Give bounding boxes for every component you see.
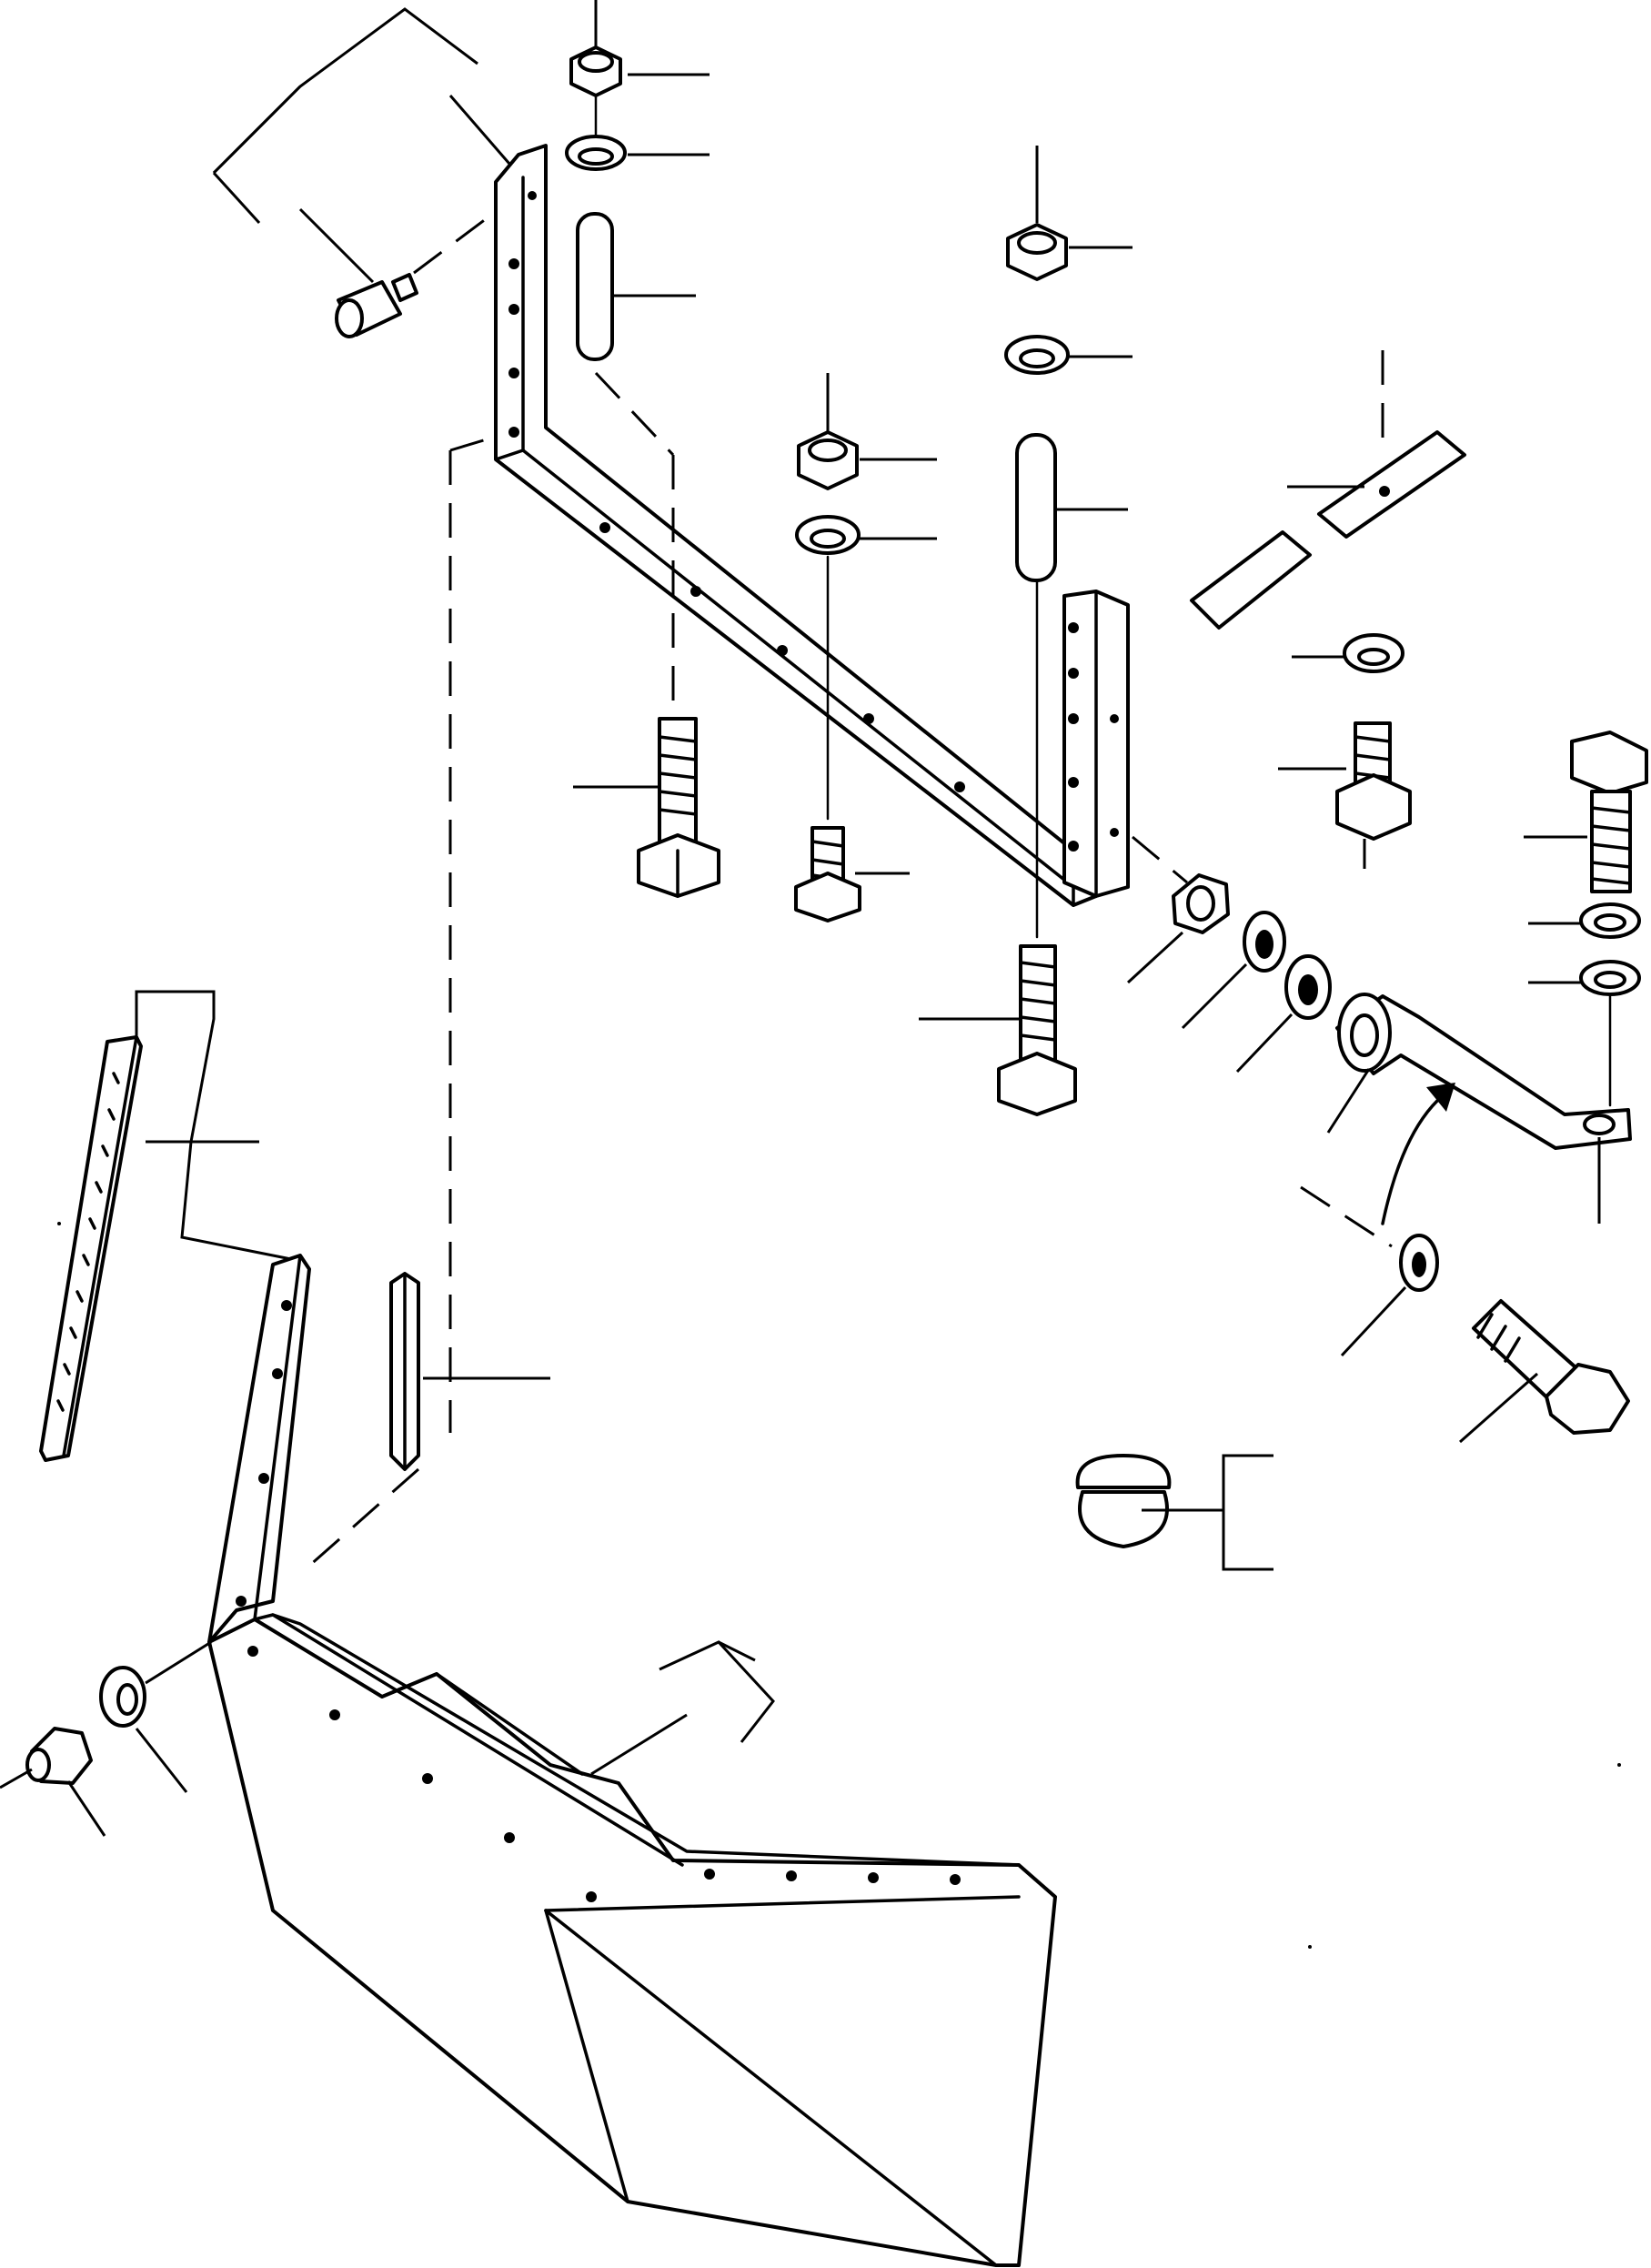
centerline [1300,1185,1393,1248]
lock-washer-mid [795,515,861,555]
wear-bar-short [389,1272,420,1471]
leader-line [1126,931,1184,984]
pivot-arm [1335,993,1632,1150]
blade-holes [236,1300,961,1902]
lock-washer-top [565,135,627,171]
group-bracket-blade [590,1640,775,1776]
washer-stack-right [1579,902,1641,996]
leader-line [0,1768,33,1789]
centerline [1132,835,1188,884]
pivot-washer-3 [1399,1234,1439,1292]
hex-nut-pivot [1172,873,1230,934]
leader-line [448,95,511,165]
wear-strip [1190,430,1466,630]
leader-line [66,1780,106,1837]
speck [1617,1763,1621,1767]
large-bolt-top-right [1570,731,1648,893]
pivot-washer-1 [1243,911,1286,973]
centerline [594,371,675,457]
pivot-bolt [1472,1299,1630,1435]
hex-nut-mid [797,430,859,490]
wear-bar-long [39,1035,143,1462]
group-bracket-left [135,990,297,1262]
hex-nut-right [1006,223,1068,281]
leader-line [1181,963,1248,1030]
speck [57,1222,61,1225]
pivot-washer-2 [1284,954,1332,1020]
leader-line [145,1640,212,1685]
group-bracket-knob [1142,1454,1273,1571]
short-bolt-far-right [1335,721,1412,841]
leader-line [135,1728,188,1793]
leader-line [1235,1013,1294,1074]
lock-washer-far-right [1343,633,1404,673]
rotation-arrow [1381,1099,1439,1225]
group-bracket-top-left [212,7,478,225]
leader-line [1459,1372,1538,1444]
leader-line [1326,1068,1371,1134]
lock-washer-right [1004,335,1070,375]
spacer-sleeve-right [1015,433,1057,582]
centerline [449,435,497,452]
moldboard-blade [207,1254,1057,2267]
long-bolt-lower [997,944,1077,1116]
rubber-knob [1075,1454,1172,1548]
hex-nut-bottom-left [25,1727,93,1785]
leader-line [298,207,375,284]
spacer-sleeve-top [576,212,614,361]
short-bolt-mid [794,826,861,922]
bracket-holes [508,191,1119,852]
hex-nut-top [569,45,622,97]
centerline [299,1467,419,1576]
roller-stud [335,273,418,338]
arrow-head [1426,1083,1455,1112]
leader-line [1340,1285,1407,1357]
long-bolt-left [637,717,720,898]
lock-washer-bottom-left [99,1666,146,1728]
speck [1308,1945,1312,1949]
